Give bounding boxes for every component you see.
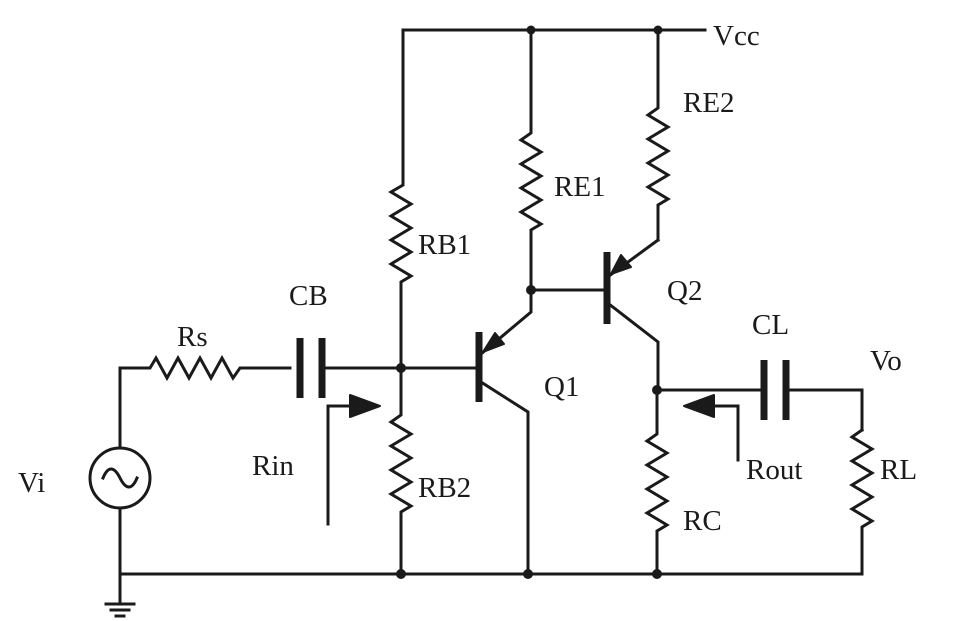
vcc-rail xyxy=(401,25,707,35)
source-resistor-rs xyxy=(118,354,292,382)
vcc-label: Vcc xyxy=(713,20,760,52)
collector-resistor-rc xyxy=(644,385,670,576)
transistor-q2 xyxy=(529,237,661,392)
re2-label: RE2 xyxy=(683,87,735,119)
rl-label: RL xyxy=(880,454,917,486)
base-node-q1 xyxy=(396,363,477,373)
emitter-resistor-re2 xyxy=(645,28,671,242)
rb2-label: RB2 xyxy=(418,472,471,504)
rout-label: Rout xyxy=(746,454,802,486)
vi-label: Vi xyxy=(18,467,45,499)
q1-label: Q1 xyxy=(544,371,579,403)
bias-resistor-rb1 xyxy=(388,28,414,370)
rs-label: Rs xyxy=(177,321,208,353)
rin-arrow xyxy=(326,394,381,526)
vo-label: Vo xyxy=(870,345,902,377)
ground-symbol xyxy=(104,572,136,618)
rb1-label: RB1 xyxy=(418,229,471,261)
q2-label: Q2 xyxy=(667,275,702,307)
load-resistor-rl xyxy=(849,427,875,576)
coupling-capacitor-cl xyxy=(655,360,864,432)
rout-arrow xyxy=(683,394,740,462)
rin-label: Rin xyxy=(252,450,294,482)
transistor-q1 xyxy=(475,288,533,576)
ground-rail xyxy=(118,569,864,579)
emitter-resistor-re1 xyxy=(518,28,544,295)
input-voltage-source xyxy=(88,366,152,576)
cl-label: CL xyxy=(752,309,789,341)
rc-label: RC xyxy=(683,505,722,537)
cb-label: CB xyxy=(289,280,328,312)
re1-label: RE1 xyxy=(554,171,606,203)
coupling-capacitor-cb xyxy=(296,338,403,398)
bias-resistor-rb2 xyxy=(388,366,414,576)
